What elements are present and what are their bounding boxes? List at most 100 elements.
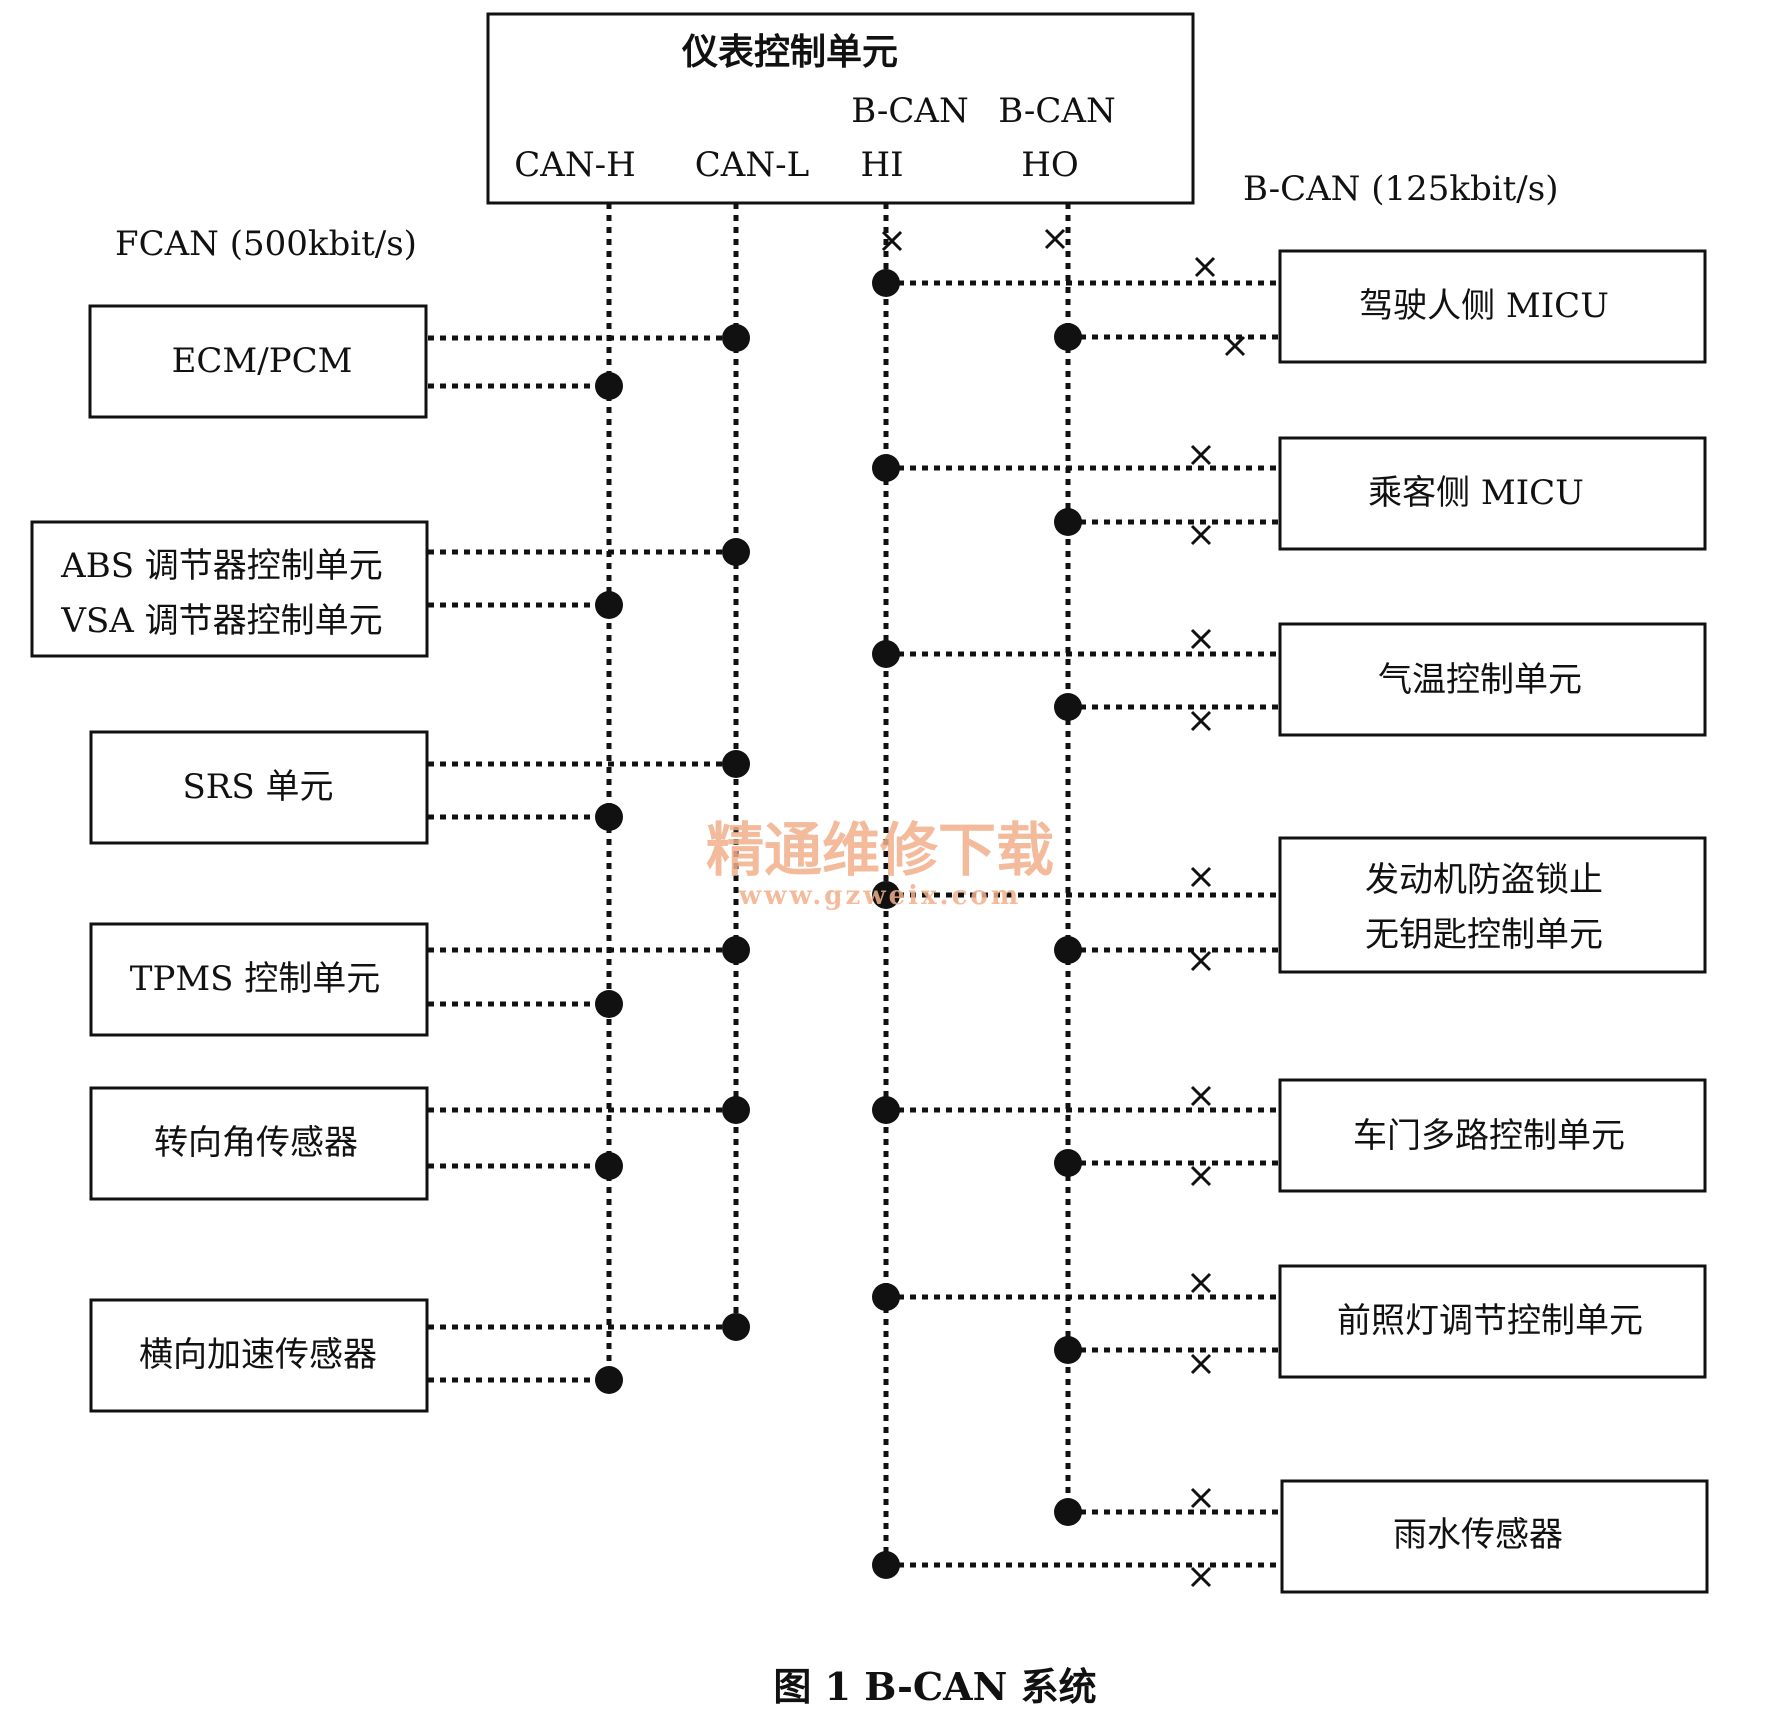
- bcan-hi-node: [872, 1283, 900, 1311]
- unit-box: [1278, 836, 1707, 974]
- x-mark: [1044, 228, 1066, 250]
- unit-label: 前照灯调节控制单元: [1337, 1301, 1643, 1341]
- unit-label: 气温控制单元: [1378, 660, 1582, 700]
- can-l-node: [722, 750, 750, 778]
- bcan-ho-node: [1054, 508, 1082, 536]
- can-h-node: [595, 591, 623, 619]
- bcan-ho-node: [1054, 323, 1082, 351]
- unit-box: [30, 520, 429, 658]
- bcan-ho-node: [1054, 1498, 1082, 1526]
- unit-label: SRS 单元: [183, 767, 334, 807]
- fcan-unit-lateral-accel-sensor: 横向加速传感器: [89, 1298, 750, 1413]
- unit-box: [1280, 1479, 1709, 1594]
- unit-label-line1: ABS 调节器控制单元: [60, 546, 383, 586]
- fcan-unit-tpms: TPMS 控制单元: [89, 922, 750, 1037]
- bcan-pin-break-marks: [881, 228, 1066, 252]
- unit-label: 车门多路控制单元: [1353, 1116, 1625, 1156]
- can-h-node: [595, 990, 623, 1018]
- pin-label-can-h: CAN-H: [514, 145, 635, 185]
- bcan-hi-node: [872, 640, 900, 668]
- can-h-node: [595, 803, 623, 831]
- x-mark: [1190, 1272, 1212, 1294]
- unit-label: 乘客侧 MICU: [1368, 473, 1584, 513]
- x-mark: [1190, 1487, 1212, 1509]
- x-mark: [881, 230, 903, 252]
- x-mark: [1190, 950, 1212, 972]
- bcan-hi-node: [872, 881, 900, 909]
- fcan-unit-abs-vsa: ABS 调节器控制单元 VSA 调节器控制单元: [30, 520, 750, 658]
- unit-label-line2: 无钥匙控制单元: [1365, 915, 1603, 955]
- x-mark: [1190, 524, 1212, 546]
- x-mark: [1194, 256, 1216, 278]
- pin-label-bcan-ho-bottom: HO: [1021, 145, 1079, 185]
- bcan-hi-node: [872, 1551, 900, 1579]
- unit-label: 转向角传感器: [154, 1123, 358, 1163]
- bcan-unit-immobilizer-keyless: 发动机防盗锁止 无钥匙控制单元: [872, 836, 1707, 974]
- unit-box: [89, 1298, 429, 1413]
- fcan-unit-ecm-pcm: ECM/PCM: [88, 304, 750, 419]
- unit-label-line2: VSA 调节器控制单元: [60, 601, 382, 641]
- unit-label: 驾驶人侧 MICU: [1359, 286, 1609, 326]
- can-h-node: [595, 1366, 623, 1394]
- bcan-ho-node: [1054, 1336, 1082, 1364]
- can-l-node: [722, 538, 750, 566]
- bcan-ho-node: [1054, 1149, 1082, 1177]
- bcan-unit-rain-sensor: 雨水传感器: [872, 1479, 1709, 1594]
- fcan-speed-label: FCAN (500kbit/s): [115, 224, 417, 264]
- x-mark: [1190, 710, 1212, 732]
- figure-caption: 图 1 B-CAN 系统: [773, 1664, 1096, 1709]
- unit-box: [89, 730, 429, 845]
- pin-label-bcan-hi-bottom: HI: [860, 145, 903, 185]
- can-h-node: [595, 372, 623, 400]
- x-mark: [1190, 1353, 1212, 1375]
- unit-box: [89, 922, 429, 1037]
- unit-box: [1278, 622, 1707, 737]
- instrument-control-unit: 仪表控制单元 B-CAN B-CAN CAN-H CAN-L HI HO: [486, 12, 1195, 205]
- watermark: 精通维修下载 www.gzweix.com: [706, 816, 1054, 911]
- unit-label-line1: 发动机防盗锁止: [1365, 860, 1603, 900]
- can-l-node: [722, 936, 750, 964]
- unit-box: [1278, 1078, 1707, 1193]
- x-mark: [1190, 866, 1212, 888]
- x-mark: [1190, 1085, 1212, 1107]
- x-mark: [1190, 1566, 1212, 1588]
- bcan-ho-node: [1054, 936, 1082, 964]
- unit-box: [88, 304, 428, 419]
- bcan-unit-driver-micu: 驾驶人侧 MICU: [872, 249, 1707, 364]
- pin-label-bcan-ho-top: B-CAN: [998, 91, 1115, 131]
- instrument-unit-box: [486, 12, 1195, 205]
- can-l-node: [722, 1313, 750, 1341]
- x-mark: [1224, 335, 1246, 357]
- bcan-hi-node: [872, 454, 900, 482]
- can-l-node: [722, 1096, 750, 1124]
- unit-box: [1278, 1264, 1707, 1379]
- x-mark: [1190, 628, 1212, 650]
- instrument-unit-title: 仪表控制单元: [681, 31, 898, 73]
- bcan-hi-node: [872, 269, 900, 297]
- bcan-hi-node: [872, 1096, 900, 1124]
- unit-label: ECM/PCM: [172, 341, 353, 381]
- x-mark: [1190, 444, 1212, 466]
- can-l-node: [722, 324, 750, 352]
- bcan-unit-passenger-micu: 乘客侧 MICU: [872, 436, 1707, 551]
- bcan-ho-node: [1054, 693, 1082, 721]
- can-h-node: [595, 1152, 623, 1180]
- unit-label: 雨水传感器: [1393, 1515, 1563, 1555]
- fcan-unit-steering-angle-sensor: 转向角传感器: [89, 1086, 750, 1201]
- pin-label-bcan-hi-top: B-CAN: [851, 91, 968, 131]
- fcan-unit-srs: SRS 单元: [89, 730, 750, 845]
- watermark-url: www.gzweix.com: [738, 881, 1022, 911]
- x-mark: [1190, 1165, 1212, 1187]
- bcan-speed-label: B-CAN (125kbit/s): [1243, 169, 1558, 209]
- unit-box: [1278, 436, 1707, 551]
- bcan-unit-door-multiplex: 车门多路控制单元: [872, 1078, 1707, 1193]
- watermark-text: 精通维修下载: [706, 816, 1054, 884]
- unit-label: 横向加速传感器: [139, 1335, 377, 1375]
- bcan-unit-climate-control: 气温控制单元: [872, 622, 1707, 737]
- unit-box: [1278, 249, 1707, 364]
- unit-box: [89, 1086, 429, 1201]
- bcan-unit-headlight-leveling: 前照灯调节控制单元: [872, 1264, 1707, 1379]
- unit-label: TPMS 控制单元: [130, 959, 380, 999]
- pin-label-can-l: CAN-L: [695, 145, 809, 185]
